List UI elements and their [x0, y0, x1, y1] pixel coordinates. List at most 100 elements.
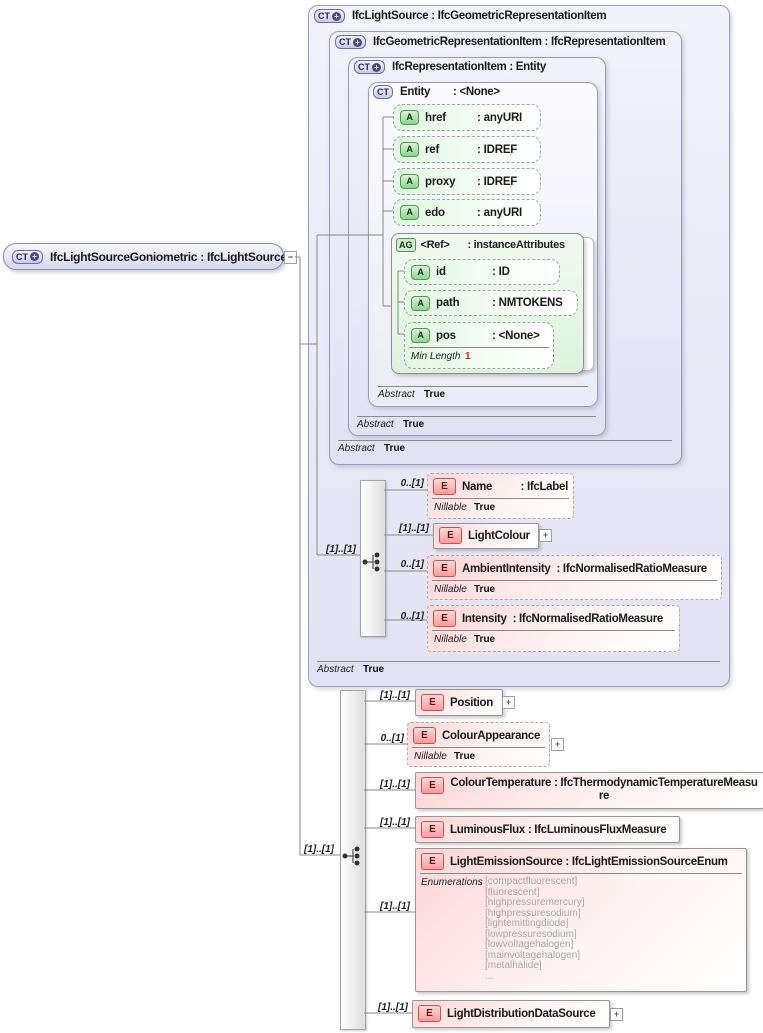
- element-type: : IfcNormalisedRatioMeasure: [556, 562, 708, 575]
- attribute-type: : IDREF: [477, 143, 518, 156]
- cardinality-label: [1]..[1]: [304, 844, 334, 855]
- attribute-name: path: [436, 297, 460, 309]
- attribute-group-header: AG <Ref> : instanceAttributes: [396, 238, 565, 252]
- cardinality-label: 0..[1]: [400, 478, 424, 489]
- constraint-row: Min Length 1: [405, 348, 553, 362]
- enum-value: [lowvoltagehalogen]: [485, 939, 574, 950]
- ct-badge[interactable]: CT+: [354, 60, 385, 74]
- cardinality-label: 0..[1]: [400, 559, 424, 570]
- divider: [432, 580, 717, 581]
- enum-value: [lightemittingdiode]: [485, 918, 569, 929]
- main-type-label: IfcLightSourceGoniometric : IfcLightSour…: [50, 249, 287, 264]
- ct-badge[interactable]: CT+: [314, 9, 345, 23]
- expand-icon[interactable]: +: [539, 529, 552, 542]
- attribute-id[interactable]: A id : ID: [404, 259, 560, 285]
- cardinality-label: [1]..[1]: [378, 1002, 408, 1013]
- cardinality-label: [1]..[1]: [380, 690, 410, 701]
- attribute-proxy[interactable]: A proxy : IDREF: [393, 168, 541, 195]
- element-name-text: ColourAppearance: [442, 729, 541, 742]
- element-name-text: Position: [450, 696, 493, 709]
- sequence-icon: [362, 552, 380, 572]
- constraint-value: 1: [465, 351, 471, 362]
- element-name-text: AmbientIntensity: [462, 562, 551, 575]
- attribute-type: : ID: [492, 266, 510, 278]
- collapse-icon[interactable]: −: [284, 251, 297, 264]
- divider: [432, 630, 675, 631]
- a-badge: A: [400, 205, 419, 220]
- enum-value: [compactfluorescent]: [485, 876, 578, 887]
- enumeration-values: [compactfluorescent] [fluorescent] [high…: [485, 876, 585, 982]
- e-badge: E: [433, 478, 456, 495]
- header-ifcgeometricrepresentationitem: CT+ IfcGeometricRepresentationItem : Ifc…: [335, 35, 666, 49]
- cardinality-label: [1]..[1]: [380, 817, 410, 828]
- element-name-text: Intensity: [462, 612, 507, 625]
- expand-icon[interactable]: +: [610, 1008, 623, 1021]
- plus-circle-icon: +: [353, 37, 362, 47]
- constraint-label: Min Length: [411, 351, 461, 362]
- attribute-name: edo: [425, 206, 445, 219]
- e-badge: E: [439, 527, 462, 544]
- attribute-ref[interactable]: A ref : IDREF: [393, 136, 541, 163]
- sequence-icon: [342, 846, 360, 866]
- attribute-pos[interactable]: A pos : <None> Min Length 1: [404, 322, 554, 369]
- attribute-edo[interactable]: A edo : anyURI: [393, 199, 541, 226]
- group-type: : instanceAttributes: [467, 239, 566, 251]
- divider: [338, 440, 672, 441]
- type-title: IfcGeometricRepresentationItem : IfcRepr…: [373, 36, 666, 48]
- e-badge: E: [433, 560, 456, 577]
- enumerations-row: Enumerations [compactfluorescent] [fluor…: [416, 874, 746, 982]
- cardinality-label: 0..[1]: [380, 733, 404, 744]
- cardinality-label: [1]..[1]: [380, 901, 410, 912]
- attribute-name: id: [436, 266, 446, 278]
- ct-badge[interactable]: CT: [373, 85, 393, 99]
- enum-value: [highpressuremercury]: [485, 897, 585, 908]
- plus-circle-icon: +: [332, 11, 341, 21]
- group-name: <Ref>: [420, 239, 450, 251]
- element-name-text: Name: [462, 480, 493, 493]
- expand-icon[interactable]: +: [502, 696, 515, 709]
- attribute-type: : anyURI: [477, 111, 523, 124]
- element-name-text: LuminousFlux : IfcLuminousFluxMeasure: [450, 823, 667, 836]
- ag-badge: AG: [396, 238, 416, 252]
- enum-value: ...: [485, 970, 494, 982]
- element-ambientintensity[interactable]: E AmbientIntensity : IfcNormalisedRatioMea…: [427, 555, 722, 600]
- a-badge: A: [400, 174, 419, 189]
- enum-value: [fluorescent]: [485, 886, 540, 898]
- type-title: IfcLightSource : IfcGeometricRepresentat…: [352, 10, 607, 22]
- attribute-name: pos: [436, 329, 456, 342]
- header-ifcrepresentationitem: CT+ IfcRepresentationItem : Entity: [354, 60, 546, 74]
- main-type-box[interactable]: CT+ IfcLightSourceGoniometric : IfcLight…: [3, 243, 287, 270]
- expand-icon[interactable]: +: [551, 738, 564, 751]
- a-badge: A: [411, 328, 430, 343]
- e-badge: E: [421, 777, 444, 794]
- ct-badge[interactable]: CT+: [12, 249, 43, 264]
- attribute-href[interactable]: A href : anyURI: [393, 104, 541, 131]
- a-badge: A: [411, 264, 430, 280]
- enum-value: [metalhalide]: [485, 960, 542, 971]
- e-badge: E: [418, 1005, 441, 1022]
- attribute-type: : IDREF: [477, 175, 518, 188]
- ct-badge[interactable]: CT+: [335, 35, 366, 49]
- e-badge: E: [413, 727, 436, 744]
- divider: [420, 873, 742, 874]
- e-badge: E: [421, 853, 444, 870]
- enum-value: [highpressuresodium]: [485, 907, 581, 919]
- a-badge: A: [400, 142, 419, 157]
- attribute-path[interactable]: A path : NMTOKENS: [404, 290, 578, 316]
